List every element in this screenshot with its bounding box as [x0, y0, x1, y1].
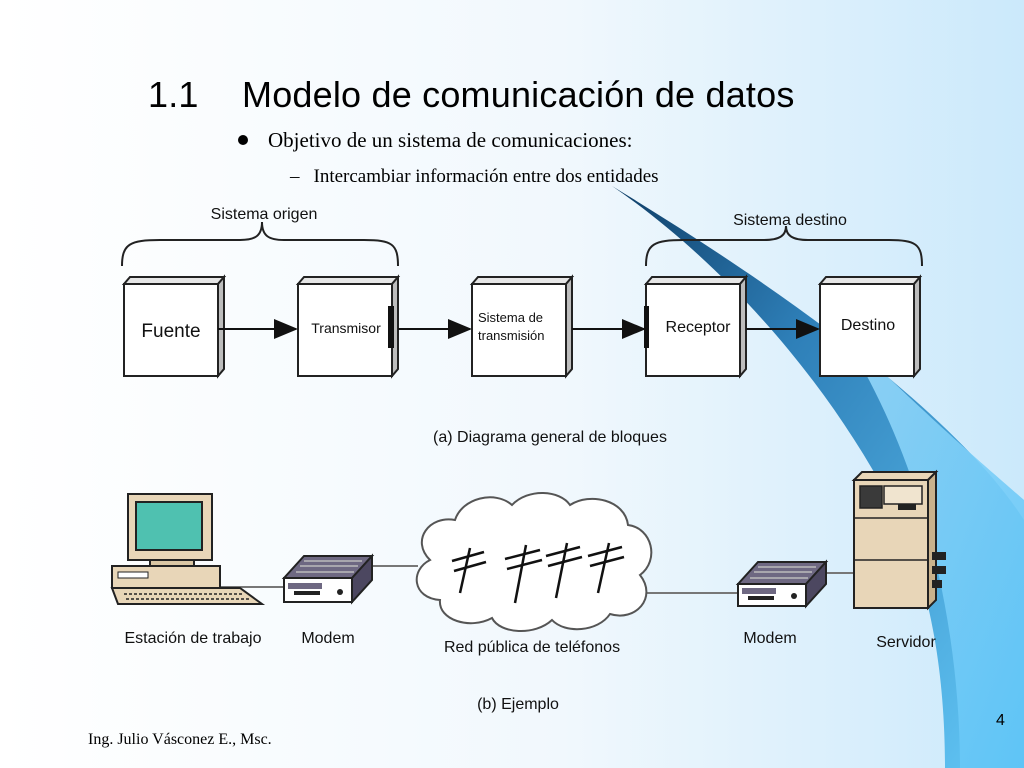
- block-fuente-label: Fuente: [141, 321, 200, 342]
- block-transmisor-label: Transmisor: [311, 320, 381, 336]
- block-sistema-transmision: Sistema de transmisión: [469, 274, 575, 379]
- bullet-text: Objetivo de un sistema de comunicaciones…: [268, 128, 633, 152]
- brace-sistema-origen: [121, 221, 399, 267]
- workstation-icon: [110, 493, 266, 605]
- page-number: 4: [996, 712, 1005, 729]
- block-destino: Destino: [817, 274, 923, 379]
- telephone-network-cloud-icon: [415, 492, 653, 633]
- bullet-item: Objetivo de un sistema de comunicaciones…: [238, 128, 633, 153]
- server-icon: [851, 469, 946, 611]
- block-transmisor: Transmisor: [295, 274, 401, 379]
- title-number: 1.1: [148, 74, 199, 115]
- swoosh-light: [840, 330, 1024, 768]
- block-fuente: Fuente: [121, 274, 227, 379]
- brace-sistema-destino: [645, 225, 923, 267]
- modem-right-icon: [735, 559, 829, 609]
- slide-title: 1.1 Modelo de comunicación de datos: [148, 74, 795, 116]
- label-sistema-origen: Sistema origen: [211, 206, 318, 223]
- footer-author: Ing. Julio Vásconez E., Msc.: [88, 731, 272, 748]
- label-server: Servidor: [876, 634, 936, 651]
- caption-diagrama-a: (a) Diagrama general de bloques: [433, 429, 667, 446]
- label-workstation: Estación de trabajo: [125, 630, 262, 647]
- block-receptor-label: Receptor: [666, 319, 732, 336]
- caption-ejemplo: (b) Ejemplo: [477, 696, 559, 713]
- block-sistema-transmision-label-1: Sistema de: [478, 310, 543, 325]
- label-network: Red pública de teléfonos: [444, 639, 620, 656]
- sub-bullet-dash: –: [290, 166, 300, 187]
- bullet-dot-icon: [238, 135, 248, 146]
- title-text: Modelo de comunicación de datos: [242, 74, 795, 115]
- block-destino-label: Destino: [841, 317, 895, 334]
- label-modem-right: Modem: [743, 630, 796, 647]
- label-modem-left: Modem: [301, 630, 354, 647]
- block-sistema-transmision-label-2: transmisión: [478, 328, 544, 343]
- modem-left-icon: [281, 553, 375, 605]
- sub-bullet-item: –Intercambiar información entre dos enti…: [290, 166, 659, 188]
- block-receptor: Receptor: [643, 274, 749, 379]
- sub-bullet-text: Intercambiar información entre dos entid…: [313, 166, 659, 187]
- label-sistema-destino: Sistema destino: [733, 212, 847, 229]
